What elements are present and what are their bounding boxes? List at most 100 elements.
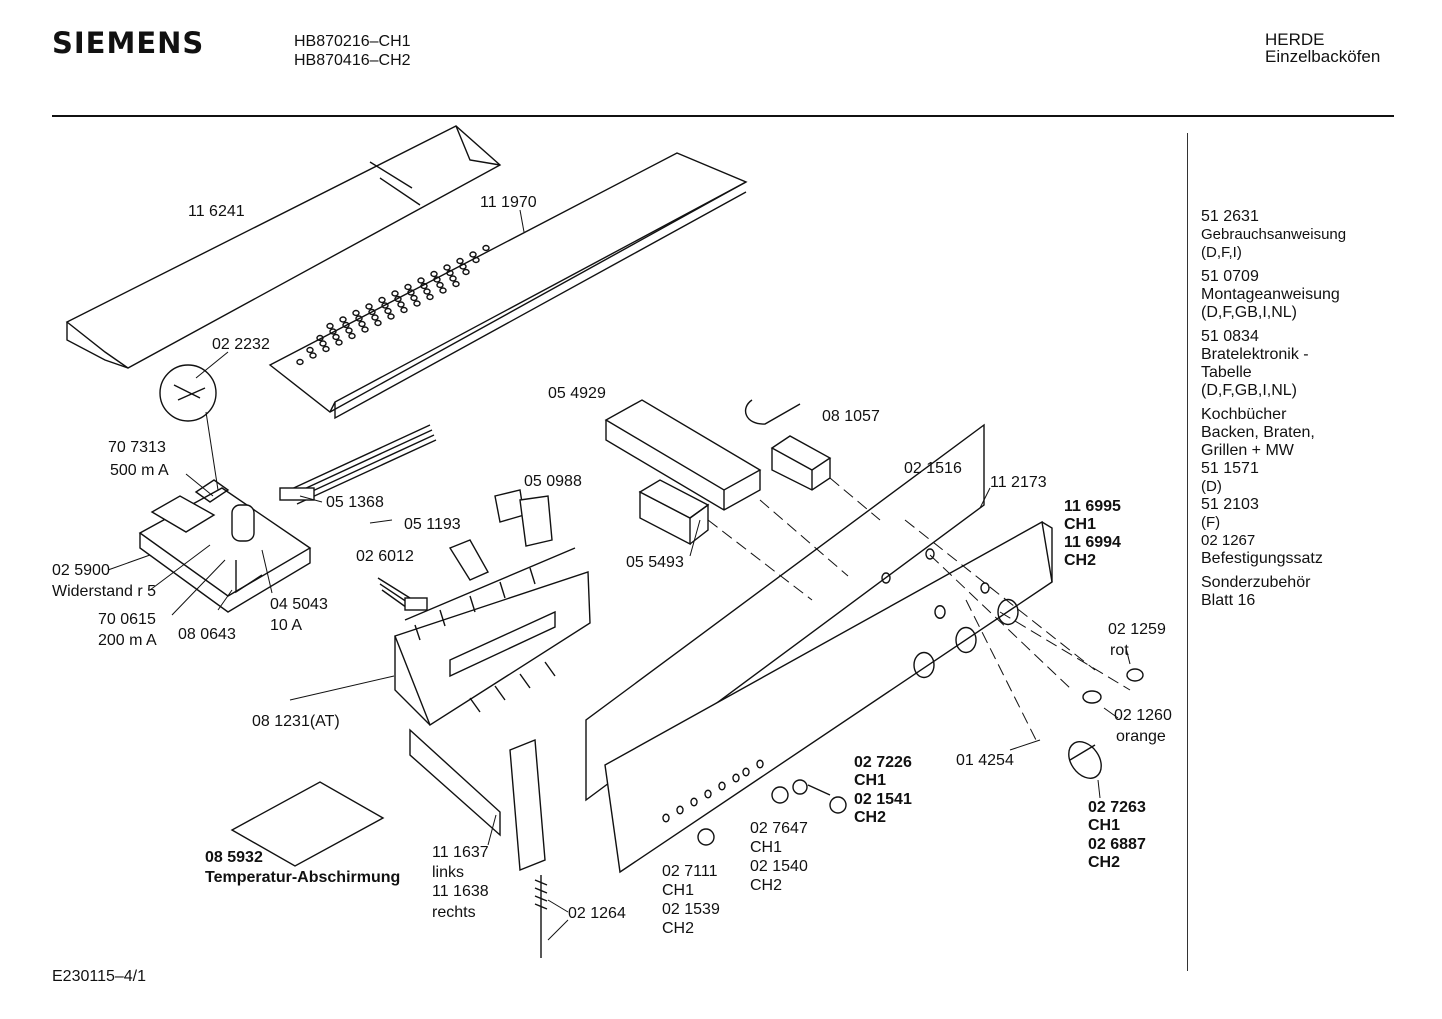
perforation-hole — [404, 283, 412, 291]
perforation-hole — [472, 256, 480, 264]
part-number-label: 11 1637 — [432, 844, 489, 861]
sidebar-line: Tabelle — [1201, 364, 1252, 381]
leader-lines — [107, 209, 1131, 941]
panel-hole — [732, 773, 740, 783]
part-number-label: 70 7313 — [108, 439, 166, 456]
part-number-label: 02 2232 — [212, 336, 270, 353]
detail-circle — [159, 364, 219, 491]
part-number-label: 05 1368 — [326, 494, 384, 511]
perforation-hole — [332, 333, 340, 341]
sidebar-line: (D,F,I) — [1201, 244, 1242, 261]
perforation-hole — [348, 332, 356, 340]
panel-hole — [925, 548, 935, 560]
part-number-label: 02 1516 — [904, 460, 962, 477]
part-number-label: 10 A — [270, 617, 302, 634]
header-rule — [52, 115, 1394, 117]
document-id: E230115–4/1 — [52, 968, 147, 985]
perforation-hole — [452, 280, 460, 288]
push-buttons — [697, 779, 847, 846]
part-number-label: rechts — [432, 904, 476, 921]
perforation-holes — [296, 244, 490, 366]
perforation-hole — [423, 288, 431, 295]
sidebar-line: 51 2631 — [1201, 208, 1259, 225]
sidebar-line: Sonderzubehör — [1201, 574, 1311, 591]
part-number-label: 01 4254 — [956, 752, 1014, 769]
temperature-shield-part — [230, 781, 385, 867]
perforation-hole — [449, 275, 457, 282]
category-line: HERDE — [1265, 30, 1325, 49]
part-number-label: 08 0643 — [178, 626, 236, 643]
part-number-label: 200 m A — [98, 632, 157, 649]
part-number-label: 02 1259 — [1108, 621, 1166, 638]
part-number-label: 02 5900 — [52, 562, 110, 579]
panel-hole — [913, 651, 935, 679]
part-number-label: 02 7647 — [750, 820, 808, 837]
perforation-hole — [391, 290, 399, 297]
sidebar-line: 51 0709 — [1201, 268, 1259, 285]
perforation-hole — [345, 327, 353, 334]
category-line: Einzelbacköfen — [1265, 47, 1381, 66]
clip-part — [494, 489, 553, 547]
sidebar-line: Blatt 16 — [1201, 592, 1256, 609]
perforation-hole — [309, 352, 317, 359]
part-number-label: CH2 — [750, 877, 782, 894]
part-number-label: CH1 — [1088, 817, 1120, 834]
sidebar-line: Grillen + MW — [1201, 442, 1294, 459]
sidebar-line: Montageanweisung — [1201, 286, 1340, 303]
part-number-label: 11 6995 — [1064, 498, 1121, 515]
perforation-hole — [430, 270, 438, 278]
part-number-label: 02 7111 — [662, 863, 718, 880]
perforation-hole — [420, 282, 428, 290]
perforation-hole — [446, 269, 454, 277]
sidebar-line: Kochbücher — [1201, 406, 1287, 423]
perforation-hole — [306, 346, 314, 354]
perforation-hole — [469, 251, 477, 258]
part-number-label: CH2 — [854, 809, 886, 826]
panel-holes — [662, 548, 1019, 823]
perforation-hole — [417, 277, 425, 284]
sidebar-line: (D,F,GB,I,NL) — [1201, 382, 1298, 399]
part-number-label: 11 6994 — [1064, 534, 1121, 551]
panel-hole — [881, 572, 891, 584]
perforation-hole — [355, 315, 363, 322]
sidebar-line: Befestigungssatz — [1201, 550, 1323, 567]
part-number-label: 11 2173 — [990, 474, 1047, 491]
perforation-hole — [296, 358, 304, 366]
perforation-hole — [436, 281, 444, 289]
sidebar-line: Bratelektronik - — [1201, 346, 1309, 363]
part-number-label: CH2 — [1064, 552, 1096, 569]
panel-hole — [704, 789, 712, 799]
switch-block-part — [604, 399, 762, 511]
perforation-hole — [335, 339, 343, 346]
rotary-switch-part — [638, 479, 710, 546]
part-number-label: CH2 — [1088, 854, 1120, 871]
perforated-plate-part — [268, 152, 748, 420]
perforation-hole — [400, 306, 408, 314]
perforation-hole — [387, 313, 395, 320]
part-number-label: 70 0615 — [98, 611, 156, 628]
panel-hole — [955, 626, 977, 654]
sidebar-line: 02 1267 — [1201, 532, 1256, 549]
brand-logo: SIEMENS — [52, 26, 205, 60]
sidebar-line: 51 0834 — [1201, 328, 1259, 345]
sidebar-line: 51 2103 — [1201, 496, 1259, 513]
part-number-label: 02 1540 — [750, 858, 808, 875]
panel-hole — [676, 805, 684, 815]
perforation-hole — [462, 268, 470, 276]
perforation-hole — [361, 326, 369, 333]
part-number-label: Temperatur-Abschirmung — [205, 869, 400, 886]
part-number-label: CH2 — [662, 920, 694, 937]
spring-pin-part — [534, 875, 548, 958]
tray-part — [65, 125, 502, 369]
brackets-part — [409, 728, 546, 872]
model-number: HB870416–CH2 — [294, 52, 411, 69]
perforation-hole — [329, 328, 337, 335]
part-number-label: 02 1264 — [568, 905, 626, 922]
product-category: HERDE Einzelbacköfen — [1265, 31, 1380, 65]
part-number-label: 05 1193 — [404, 516, 461, 533]
perforation-hole — [368, 308, 376, 316]
part-number-label: rot — [1110, 642, 1129, 659]
perforation-hole — [374, 319, 382, 327]
assembly-lines — [707, 477, 1131, 741]
